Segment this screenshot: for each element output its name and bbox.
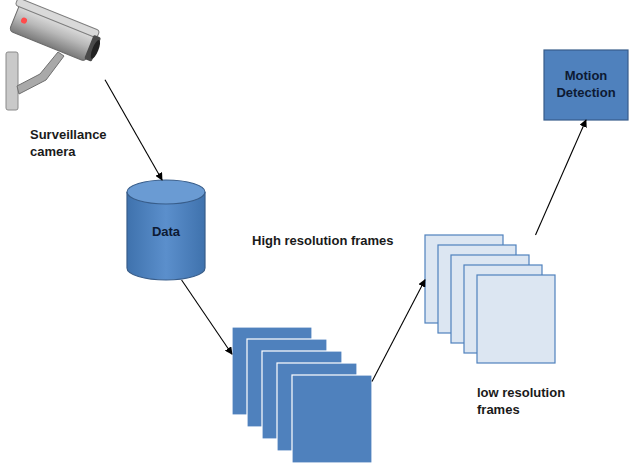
arrow-connector (372, 280, 425, 382)
camera-node: Surveillance camera (5, 5, 105, 115)
arrow-connector (105, 80, 162, 180)
camera-body (5, 0, 105, 64)
process-box: Motion Detection (544, 50, 628, 120)
frame-stack: low resolution frames (425, 235, 555, 363)
high-resolution-stack (232, 327, 372, 463)
caption-label: High resolution frames (252, 233, 452, 250)
wall-plate (6, 52, 18, 110)
low-resolution-stack (425, 235, 555, 363)
database-cylinder (127, 180, 205, 280)
frame (477, 275, 555, 363)
frame (292, 375, 372, 463)
arrow-connector (182, 280, 232, 354)
arrow-connector (536, 120, 587, 235)
node-label: Motion Detection (550, 68, 622, 102)
database-node: Data (127, 180, 205, 280)
process-box-fill (544, 50, 628, 120)
caption-label: low resolution frames (477, 385, 595, 419)
caption-label: Surveillance camera (30, 127, 125, 161)
camera-illustration (5, 0, 105, 110)
frame-stack: High resolution frames (232, 327, 372, 463)
node-label: Data (152, 224, 180, 241)
camera-arm (17, 52, 64, 94)
